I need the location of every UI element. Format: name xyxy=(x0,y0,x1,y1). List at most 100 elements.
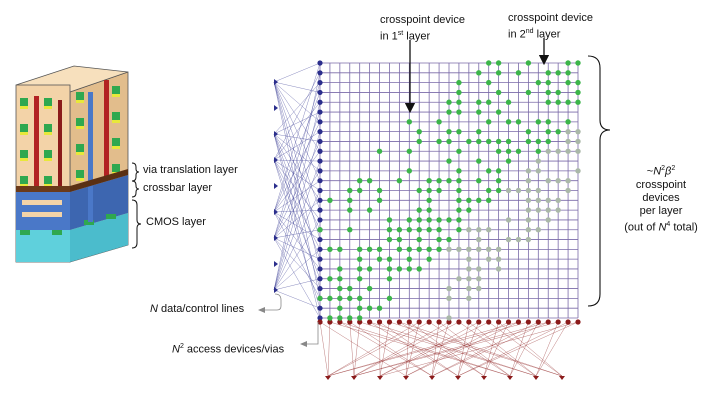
crosspoint-device-layer2 xyxy=(535,168,542,174)
access-fan-line xyxy=(535,321,559,377)
crosspoint-device-layer1 xyxy=(555,89,561,96)
crosspoint-device-layer1 xyxy=(337,305,343,311)
crosspoint-device-layer1 xyxy=(396,227,403,233)
crosspoint-device-layer2 xyxy=(495,266,502,272)
data-fan-line xyxy=(273,237,321,260)
crosspoint-device-layer2 xyxy=(555,177,561,184)
crosspoint-device-layer1 xyxy=(386,256,393,262)
access-fan-line xyxy=(369,321,537,377)
data-line-node xyxy=(317,109,323,115)
crosspoint-device-layer1 xyxy=(366,246,373,253)
data-line-node xyxy=(317,70,323,76)
crosspoint-device-layer1 xyxy=(396,266,403,272)
data-fan-line xyxy=(273,211,321,270)
note-var-n2: N xyxy=(658,221,667,234)
data-fan-line xyxy=(273,81,321,240)
data-lines-label: N data/control lines xyxy=(150,303,244,316)
crosspoint-device-layer1 xyxy=(356,295,363,302)
access-fan-line xyxy=(353,321,549,377)
data-driver-node xyxy=(274,79,278,85)
crosspoint-device-layer1 xyxy=(446,158,452,164)
data-line-node xyxy=(317,89,323,96)
crosspoint-device-layer2 xyxy=(555,207,561,213)
data-line-node xyxy=(317,236,323,243)
crosspoint-device-layer2 xyxy=(535,227,542,233)
crosspoint-device-layer1 xyxy=(476,128,482,135)
crosspoint-device-layer1 xyxy=(476,177,482,184)
right-note-line5: (out of N4 total) xyxy=(618,218,704,235)
access-via-node xyxy=(533,376,539,380)
crosspoint-device-layer1 xyxy=(356,315,363,321)
access-device-node xyxy=(555,319,561,325)
crosspoint-1-sup: st xyxy=(397,30,404,37)
access-fan-line xyxy=(349,321,355,377)
crosspoint-device-layer1 xyxy=(456,79,462,86)
crosspoint-device-layer1 xyxy=(565,119,571,125)
access-device-node xyxy=(505,319,512,325)
crosspoint-device-layer2 xyxy=(495,256,502,262)
access-device-node xyxy=(347,319,353,325)
crosspoint-device-layer2 xyxy=(545,148,551,154)
crosspoint-device-layer1 xyxy=(505,158,512,164)
access-fan-line xyxy=(399,321,563,377)
access-device-node xyxy=(456,319,462,325)
crosspoint-device-layer1 xyxy=(347,187,353,194)
crosspoint-device-layer1 xyxy=(406,168,413,174)
data-fan-line xyxy=(273,92,321,213)
access-device-node xyxy=(367,319,373,325)
crosspoint-device-layer2 xyxy=(456,276,462,282)
crosspoint-device-layer1 xyxy=(505,138,512,145)
data-fan-line xyxy=(273,82,321,135)
crosspoint-device-layer1 xyxy=(376,148,383,154)
crosspoint-device-layer1 xyxy=(436,187,442,194)
access-fan-line xyxy=(457,321,479,377)
access-device-node xyxy=(486,319,492,325)
crosspoint-device-layer1 xyxy=(575,60,581,66)
data-line-node xyxy=(317,168,323,174)
data-driver-node xyxy=(274,209,278,215)
crosspoint-device-layer2 xyxy=(555,197,561,204)
access-fan-line xyxy=(457,321,569,377)
access-device-node xyxy=(337,319,343,325)
crosspoint-device-layer1 xyxy=(446,177,452,184)
crosspoint-device-layer1 xyxy=(366,285,373,292)
crosspoint-device-layer1 xyxy=(525,60,532,66)
data-fan-line xyxy=(273,249,321,291)
crosspoint-device-layer2 xyxy=(525,217,532,223)
crosspoint-device-layer1 xyxy=(575,99,581,105)
crosspoint-device-layer1 xyxy=(545,138,551,145)
crosspoint-device-layer1 xyxy=(485,79,492,86)
crosspoint-device-layer1 xyxy=(337,315,343,321)
crosspoint-device-layer1 xyxy=(386,266,393,272)
access-fan-line xyxy=(369,321,459,377)
crosspoint-device-layer1 xyxy=(337,246,343,253)
access-fan-line xyxy=(327,321,420,377)
crosspoint-device-layer2 xyxy=(525,177,532,184)
crosspoint-device-layer1 xyxy=(446,109,452,115)
crosspoint-device-layer2 xyxy=(525,207,532,213)
access-device-node xyxy=(386,319,393,325)
crosspoint-device-layer1 xyxy=(505,119,512,125)
via-translation-label: via translation layer xyxy=(143,164,238,176)
crosspoint-device-layer1 xyxy=(366,177,373,184)
crosspoint-device-layer1 xyxy=(446,128,452,135)
crosspoint-device-layer1 xyxy=(555,128,561,135)
access-device-node xyxy=(515,319,522,325)
crosspoint-device-layer1 xyxy=(575,79,581,86)
access-fan-line xyxy=(509,321,539,377)
crosspoint-device-layer2 xyxy=(565,148,571,154)
data-line-node xyxy=(317,99,323,105)
crosspoint-device-layer1 xyxy=(545,89,551,96)
crosspoint-device-layer1 xyxy=(426,187,432,194)
access-fan-line xyxy=(359,321,537,377)
note-var-beta: β xyxy=(665,165,672,178)
data-driver-node xyxy=(274,105,278,111)
crosspoint-device-layer1 xyxy=(485,119,492,125)
crosspoint-2-sup: nd xyxy=(525,28,534,35)
crosspoint-2-line1: crosspoint device xyxy=(508,12,593,24)
access-fan-line xyxy=(409,321,485,377)
crosspoint-device-layer1 xyxy=(525,89,532,96)
data-line-node xyxy=(317,315,323,321)
access-text: access devices/vias xyxy=(183,343,285,356)
crosspoint-device-layer2 xyxy=(446,295,452,302)
